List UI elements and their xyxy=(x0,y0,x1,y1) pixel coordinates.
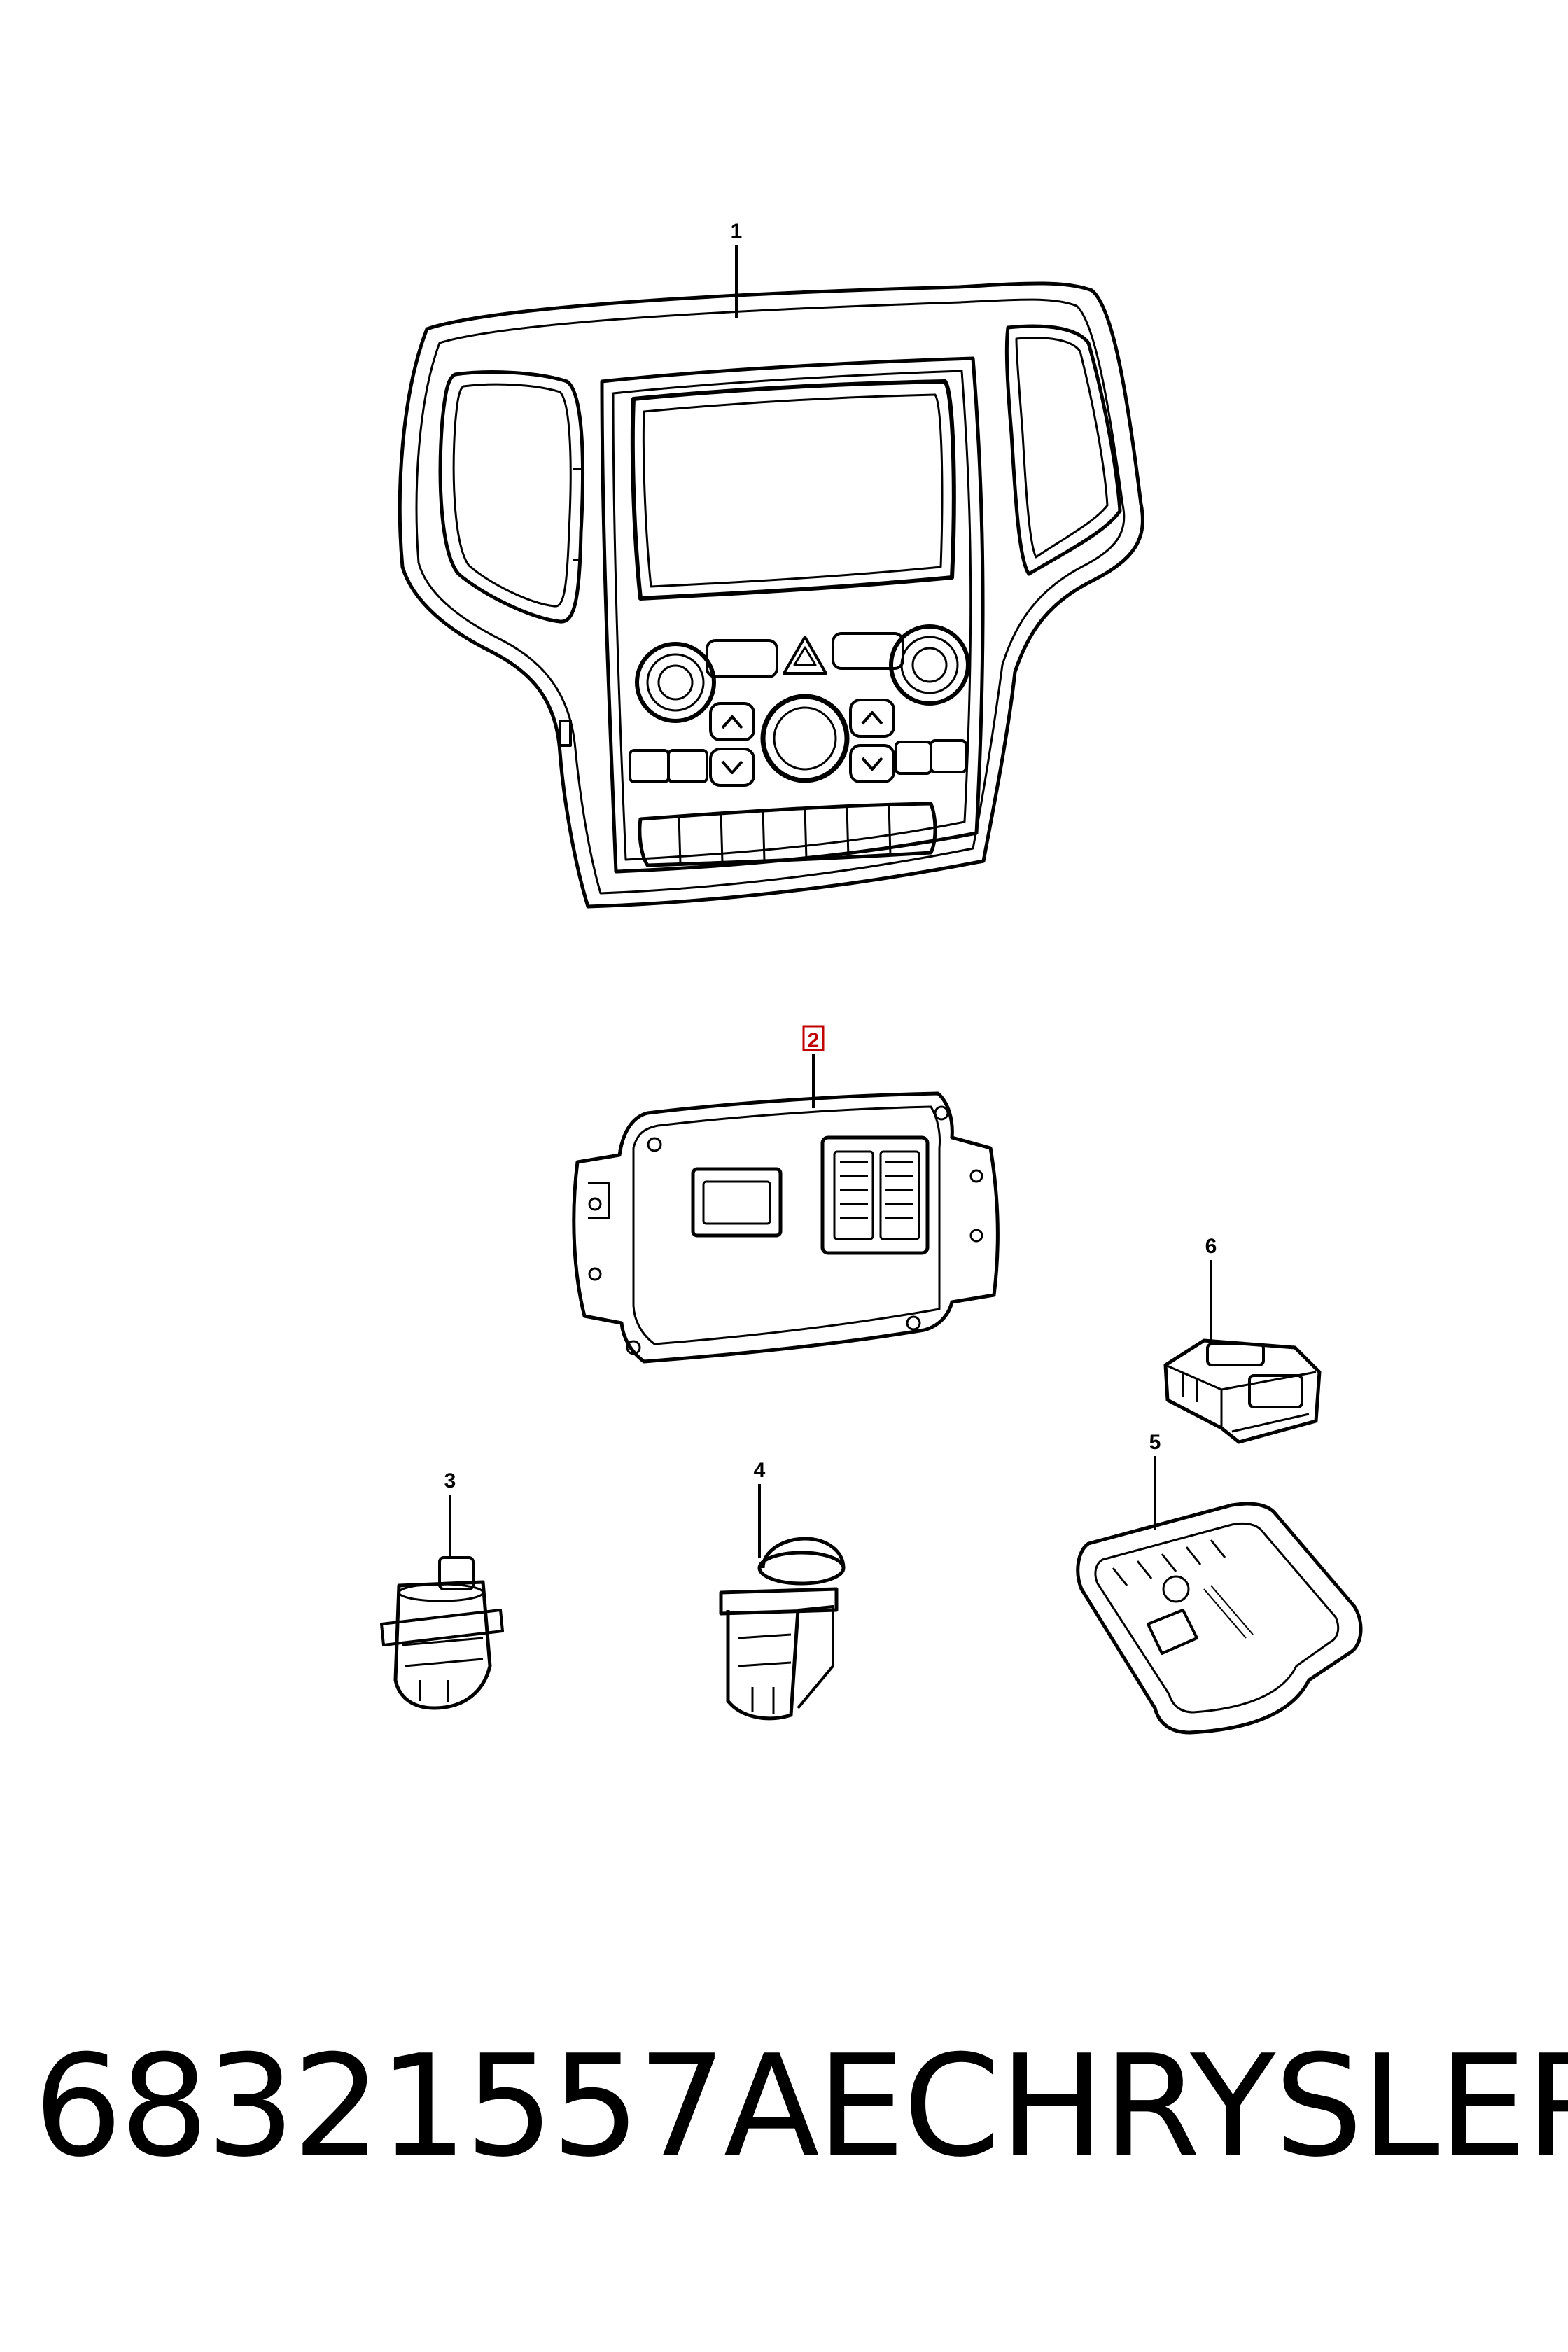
callout-5: 5 xyxy=(1149,1431,1161,1454)
part-3-connector xyxy=(380,1556,504,1710)
part-1-bezel xyxy=(398,281,1144,909)
part-5-tray xyxy=(1076,1502,1363,1735)
part-4-lamp xyxy=(719,1536,846,1721)
footer: 68321557AE CHRYSLER xyxy=(0,2030,1568,2184)
brand-name: CHRYSLER xyxy=(903,2025,1568,2188)
part-6-switch xyxy=(1163,1338,1322,1444)
callout-1: 1 xyxy=(731,220,743,243)
callout-2: 2 xyxy=(808,1029,820,1052)
callout-6: 6 xyxy=(1205,1235,1217,1258)
callout-3: 3 xyxy=(444,1469,456,1492)
part-2-module xyxy=(572,1091,1000,1364)
callout-2-highlight xyxy=(802,1025,825,1051)
part-number: 68321557AE xyxy=(34,2025,905,2188)
callout-4: 4 xyxy=(754,1459,766,1482)
